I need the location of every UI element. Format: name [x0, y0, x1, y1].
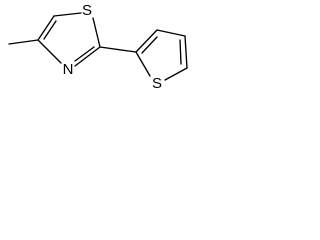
thiazole-c2-n3-bond: [74, 46, 101, 67]
thiophene-c2-c3-bond: [135, 29, 158, 53]
thiazole-s1-c2-bond: [92, 17, 101, 48]
thiophene-s-c2-bond: [135, 51, 151, 77]
inter-ring-bond: [99, 46, 137, 53]
thiazole-c2-n3-inner-double-bond: [74, 46, 95, 62]
thiophene-c4-c5-bond: [184, 35, 188, 69]
molecule-structure-diagram: S N S: [8, 2, 188, 92]
thiazole-c4-c5-bond: [37, 15, 55, 41]
thiophene-c5-s-bond: [164, 67, 188, 81]
thiophene-c2-c3-inner-double-bond: [141, 36, 158, 54]
thiophene-c4-c5-inner-double-bond: [179, 39, 182, 65]
thiazole-n3-c4-bond: [37, 39, 62, 64]
methyl-bond: [8, 39, 39, 45]
thiazole-c4-c5-inner-double-bond: [43, 20, 57, 40]
thiazole-sulfur-atom-label: S: [82, 2, 92, 19]
thiazole-c5-s1-bond: [53, 12, 82, 17]
thiophene-c3-c4-bond: [156, 29, 186, 37]
thiophene-sulfur-atom-label: S: [152, 75, 162, 92]
thiazole-nitrogen-atom-label: N: [63, 61, 74, 78]
